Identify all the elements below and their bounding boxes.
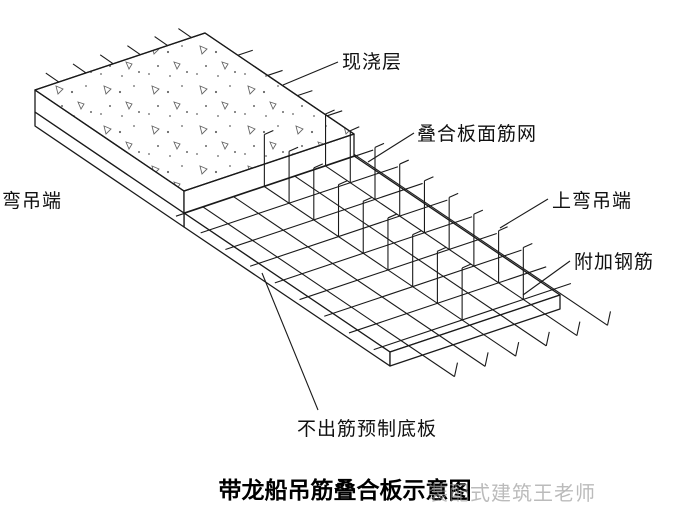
rebar-line: [225, 182, 423, 251]
leader-lines: [261, 61, 571, 411]
rebar-line: [424, 176, 434, 182]
label-left-bent-end: 弯吊端: [2, 190, 63, 212]
rebar-line: [374, 142, 385, 148]
rebar-line: [498, 226, 508, 232]
rebar-line: [348, 266, 547, 334]
hanging-rebar: [45, 28, 533, 320]
rebar-line: [473, 209, 484, 215]
rebar-line: [288, 146, 299, 152]
rebar-line: [399, 159, 409, 165]
rebar-line: [448, 192, 459, 198]
rebar-line: [523, 242, 533, 248]
leader-upper-bent-end: [499, 198, 549, 229]
rebar-line: [249, 199, 448, 267]
rebar-line: [338, 180, 348, 186]
rebar-line: [461, 263, 472, 269]
rebar-line: [127, 45, 141, 56]
rebar-line: [154, 36, 168, 46]
rebar-line: [363, 196, 373, 202]
rebar-line: [387, 213, 398, 219]
board-front-right-face: [389, 294, 561, 367]
rebar-line: [204, 176, 486, 367]
rebar-line: [545, 331, 550, 346]
concrete-texture: [34, 32, 355, 192]
watermark-text: 装配式建筑王老师: [428, 481, 596, 505]
rebar-line: [297, 90, 313, 97]
label-precast-bottom-board: 不出筋预制底板: [297, 418, 438, 440]
rebar-mesh: [174, 135, 612, 378]
rebar-line: [265, 156, 547, 347]
rebar-line: [412, 230, 422, 236]
rebar-line: [72, 63, 87, 74]
rebar-line: [237, 49, 253, 56]
cast-in-place-layer: [34, 32, 355, 214]
rebar-line: [313, 163, 324, 169]
rebar-line: [606, 311, 612, 326]
rebar-line: [299, 232, 497, 301]
rebar-line: [515, 342, 520, 357]
rebar-line: [453, 362, 459, 377]
rebar-line: [325, 109, 335, 115]
rebar-line: [576, 321, 581, 336]
leader-mesh: [367, 132, 415, 163]
rebar-line: [350, 126, 360, 132]
rebar-line: [484, 352, 489, 367]
diagram-title: 带龙船吊筋叠合板示意图: [218, 478, 472, 504]
label-additional-rebar: 附加钢筋: [574, 251, 655, 273]
leader-additional-rebar: [522, 260, 571, 296]
rebar-line: [200, 166, 399, 234]
leader-precast-board: [261, 272, 319, 411]
rebar-line: [45, 72, 60, 83]
rebar-line: [327, 135, 608, 326]
precast-bottom-board: [34, 111, 561, 367]
rebar-line: [264, 130, 274, 136]
rebar-line: [178, 28, 192, 39]
rebar-line: [99, 54, 114, 65]
rebar-line: [327, 110, 343, 117]
leader-cast-layer: [282, 61, 339, 86]
rebar-line: [267, 69, 283, 76]
rebar-line: [174, 187, 455, 378]
rebar-line: [324, 249, 522, 317]
rebar-line: [437, 246, 447, 252]
rebar-line: [373, 282, 572, 351]
rebar-line: [235, 166, 516, 357]
rebar-line: [296, 146, 578, 337]
rebar-line: [274, 216, 473, 284]
label-composite-mesh: 叠合板面筋网: [417, 123, 538, 145]
label-upper-bent-end: 上弯吊端: [552, 190, 633, 212]
label-cast-in-place-layer: 现浇层: [342, 51, 403, 73]
